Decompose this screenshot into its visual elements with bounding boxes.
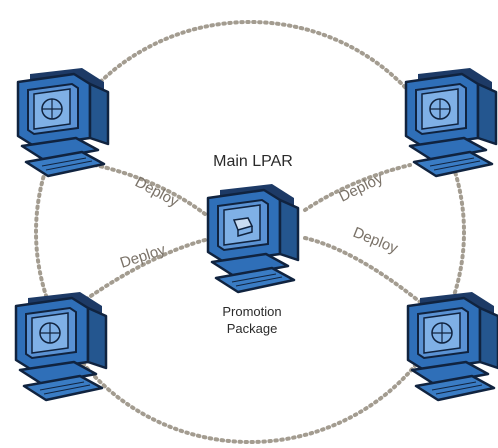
- deploy-label-bottom-left: Deploy: [118, 241, 168, 272]
- connector-bottom-left: [83, 238, 207, 302]
- computer-top-left-icon: [16, 66, 110, 178]
- connector-top-right: [303, 163, 412, 212]
- connector-lines: [83, 163, 422, 304]
- outer-ring: [34, 20, 466, 444]
- main-lpar-computer-icon: [206, 182, 300, 294]
- deploy-label-top-left: Deploy: [132, 174, 182, 211]
- computer-top-right-icon: [404, 66, 498, 178]
- connector-bottom-right: [303, 236, 422, 304]
- deploy-label-top-right: Deploy: [336, 170, 386, 206]
- main-lpar-title: Main LPAR: [213, 153, 293, 170]
- computer-bottom-right-icon: [406, 290, 498, 402]
- promotion-caption-line2: Package: [227, 321, 278, 336]
- promotion-caption-line1: Promotion: [222, 304, 281, 319]
- deploy-label-bottom-right: Deploy: [351, 224, 401, 257]
- connector-top-left: [93, 163, 207, 216]
- computer-bottom-left-icon: [14, 290, 108, 402]
